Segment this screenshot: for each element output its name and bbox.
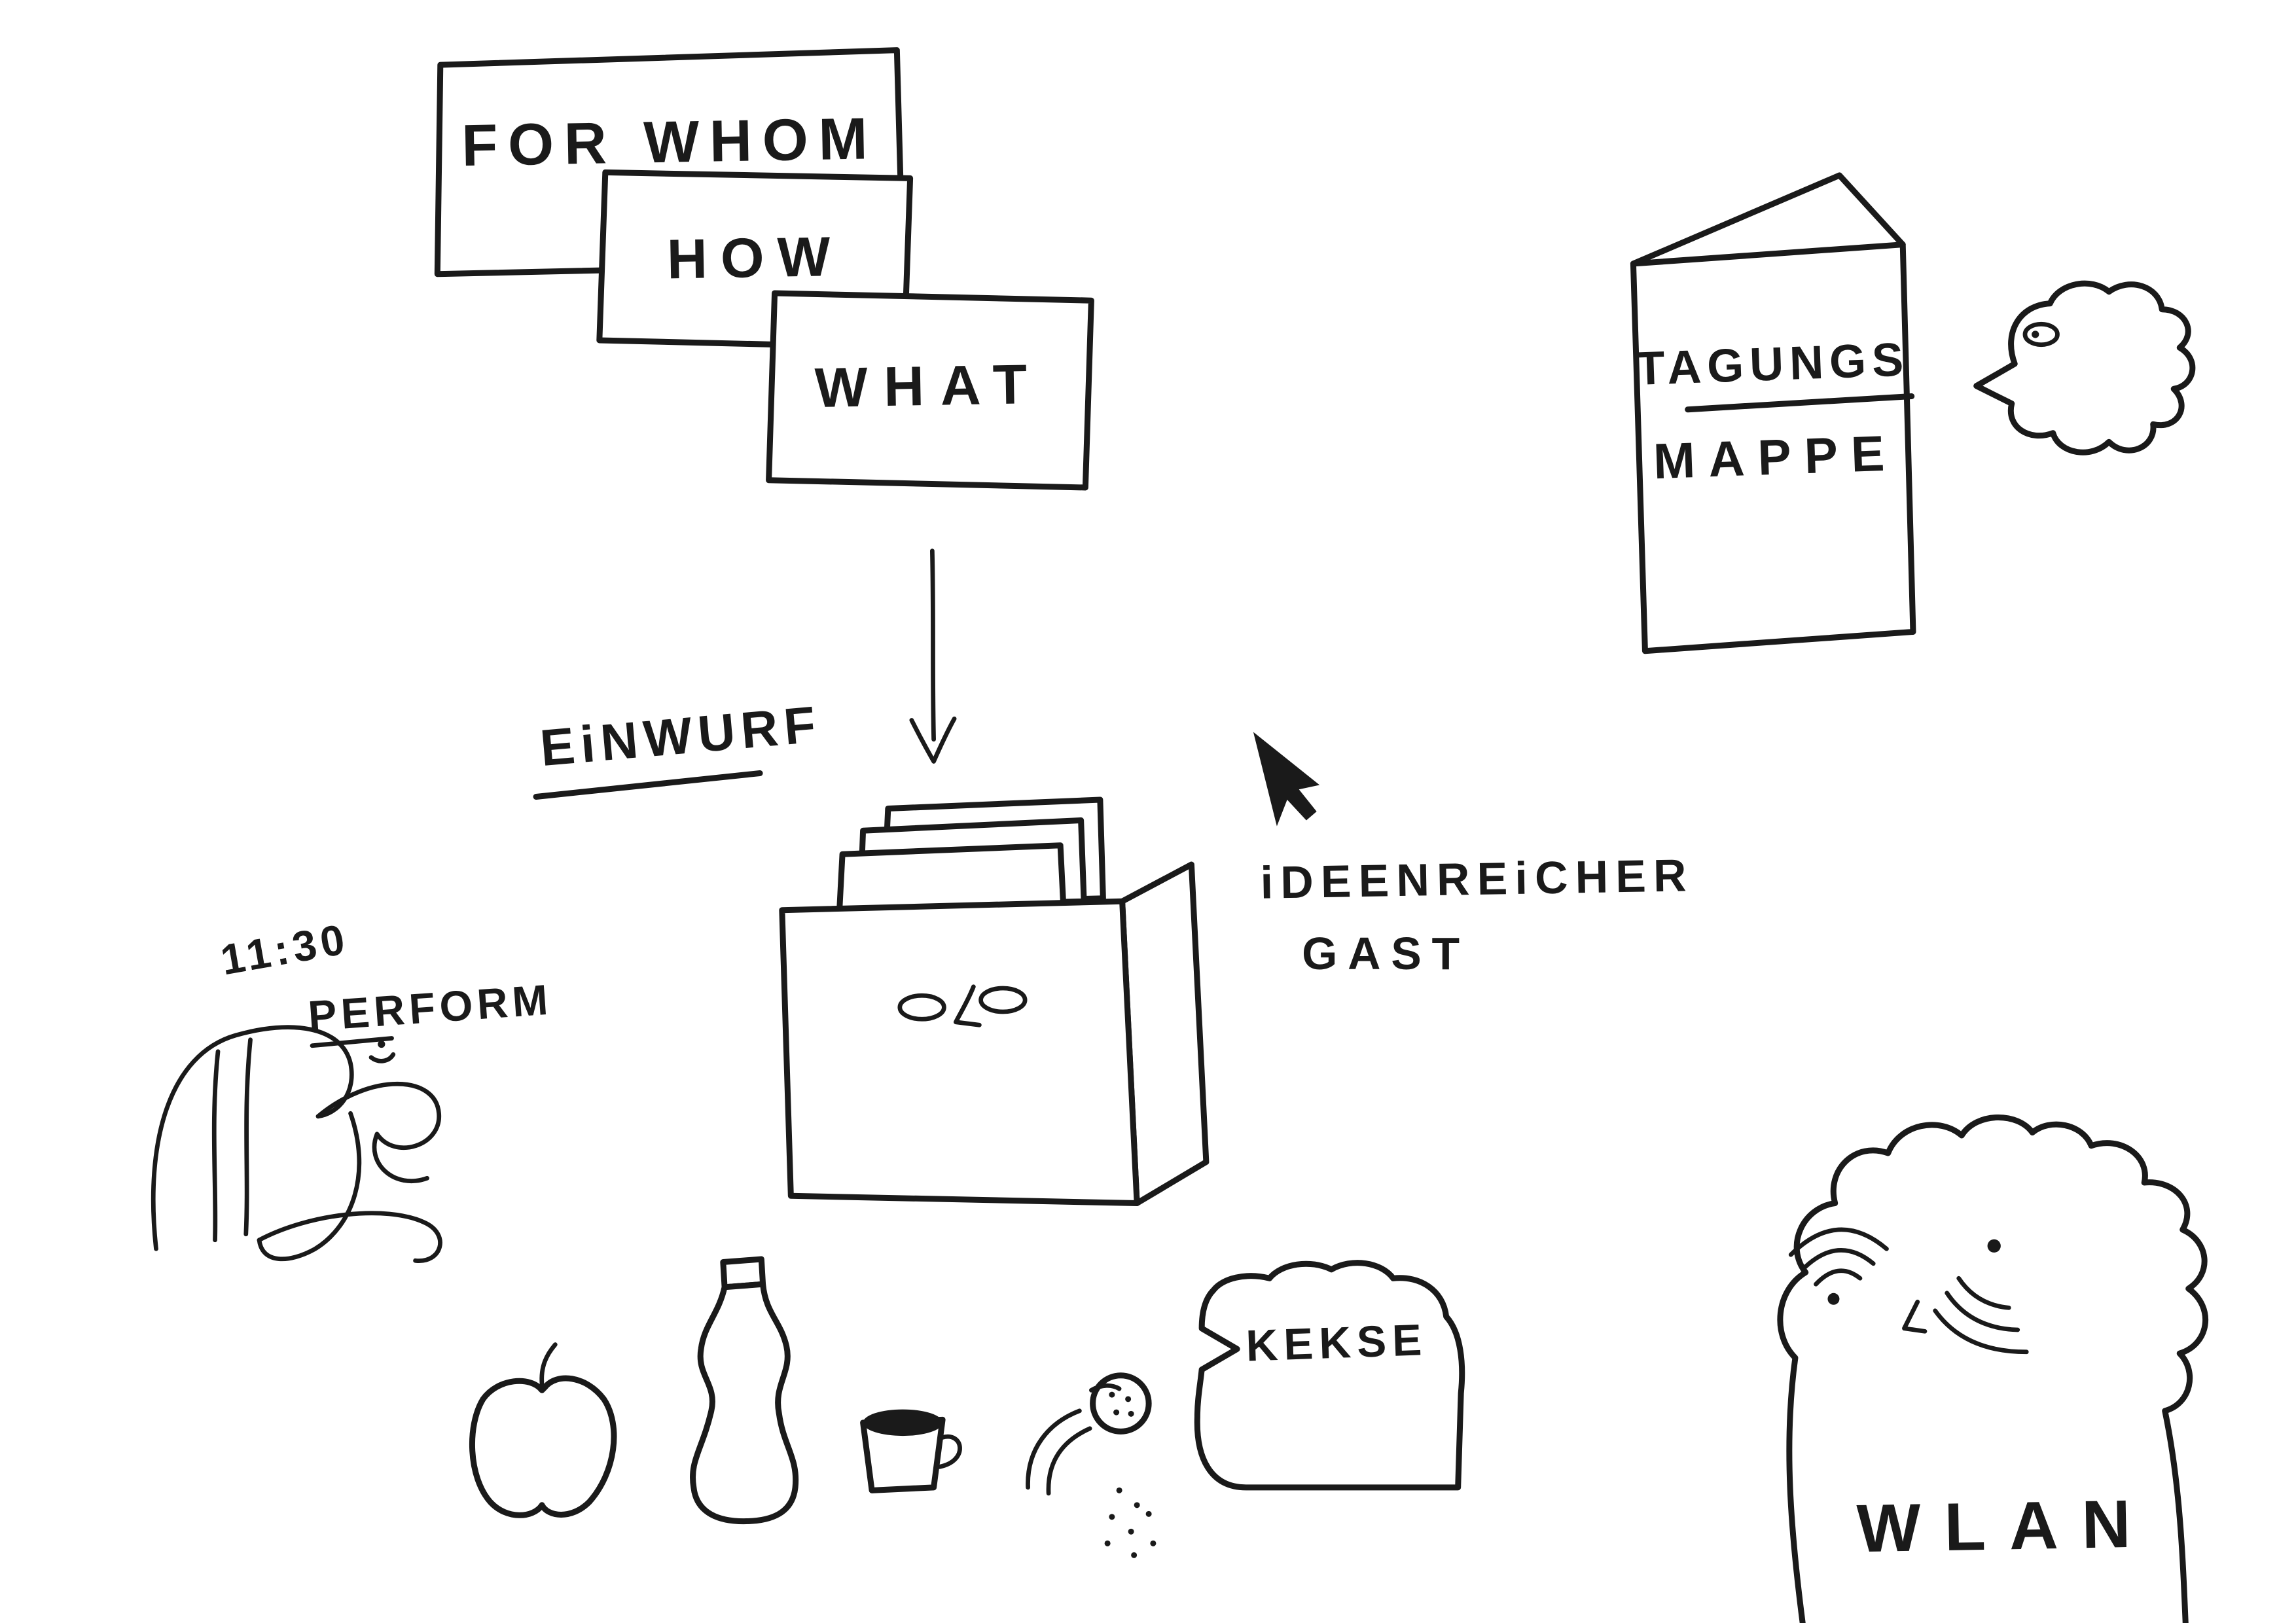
wifi-left-eye-icon: [1788, 1227, 1889, 1305]
coffee-cup-drawing: [860, 1409, 962, 1493]
apple-stem: [539, 1342, 558, 1387]
cookie-icon: [1090, 1372, 1152, 1435]
crumb-dot: [1145, 1510, 1152, 1517]
crumb-dot: [1128, 1528, 1134, 1535]
guest-label-line2: GAST: [1302, 928, 1470, 979]
cookie-crumbs: [1104, 1487, 1157, 1558]
folder-divider: [1685, 393, 1915, 413]
wifi-arc: [1800, 1248, 1876, 1272]
box-front-panel: [779, 898, 1140, 1207]
bird-speech-bubble-drawing: [1973, 280, 2196, 455]
wlan-label: WLAN: [1856, 1485, 2155, 1566]
arrow-shaft: [929, 548, 936, 742]
card-label-for-whom: FOR WHOM: [461, 106, 879, 179]
performer-stripe-2: [243, 1037, 253, 1237]
cookie-chip: [1109, 1391, 1115, 1398]
wlan-figure-drawing: WLAN: [1777, 1114, 2209, 1623]
crumb-dot: [1150, 1540, 1157, 1546]
card-what: [766, 290, 1094, 491]
schedule-time-label: 11:30: [217, 914, 353, 984]
wifi-dot: [1827, 1293, 1840, 1305]
guest-label-group: iDEENREiCHER GAST: [1260, 849, 1694, 979]
crumb-dot: [1104, 1540, 1111, 1546]
catering-group: [469, 1256, 962, 1525]
performer-body: [151, 1025, 354, 1251]
wifi-arc: [1788, 1227, 1889, 1257]
performer-leg: [257, 1111, 362, 1262]
performer-group: 11:30 PERFORM: [151, 914, 554, 1263]
performer-lower-sweep: [257, 1211, 442, 1263]
cup-coffee-opening: [863, 1409, 943, 1436]
eater-arm-line2: [1046, 1426, 1092, 1496]
perform-underline: [310, 1036, 394, 1048]
wlan-face-nose: [1902, 1299, 1928, 1334]
crumb-dot: [1109, 1514, 1115, 1520]
schedule-perform-label: PERFORM: [306, 975, 554, 1040]
apple-drawing: [469, 1342, 617, 1518]
einwurf-label-group: EiNWURF: [533, 695, 824, 800]
arrow-down-icon: [909, 548, 957, 764]
einwurf-underline: [533, 770, 763, 800]
card-label-how: HOW: [666, 226, 844, 291]
cursor-icon: [1253, 732, 1320, 827]
question-cards-group: FOR WHOM HOW WHAT: [434, 47, 1094, 491]
folder-cover: [1630, 241, 1916, 654]
folder-label-line1: TAGUNGS: [1635, 333, 1910, 395]
apple-body: [469, 1375, 617, 1518]
crumb-dot: [1134, 1502, 1140, 1508]
box-face-right-eye: [978, 986, 1028, 1014]
wifi-dot: [1987, 1239, 2001, 1253]
performer-figure-drawing: [151, 1025, 442, 1263]
wlan-blob-outline: [1777, 1114, 2209, 1623]
performer-face-mouth: [368, 1052, 396, 1063]
tagungsmappe-folder-drawing: TAGUNGS MAPPE: [1630, 172, 1916, 654]
kekse-label: KEKSE: [1245, 1315, 1428, 1371]
paper-sheet-front: [836, 842, 1067, 914]
cookie-chip: [1125, 1396, 1132, 1402]
eater-fingers: [1088, 1383, 1122, 1393]
guest-label-line1: iDEENREiCHER: [1260, 849, 1694, 908]
performer-arm-loop: [315, 1082, 441, 1184]
cookie-chip: [1113, 1409, 1120, 1416]
wifi-arc: [1945, 1291, 2020, 1332]
bottle-body: [690, 1281, 799, 1525]
cookie-eater-drawing: KEKSE: [1026, 1260, 1465, 1558]
folder-label-line2: MAPPE: [1653, 425, 1899, 490]
arrow-head: [909, 716, 957, 764]
performer-stripe-1: [211, 1049, 221, 1243]
wifi-right-eye-icon: [1933, 1239, 2029, 1355]
paper-box-drawing: [779, 796, 1210, 1207]
folder-fold: [1630, 172, 1906, 267]
crumb-dot: [1116, 1487, 1122, 1493]
einwurf-label: EiNWURF: [538, 695, 824, 777]
box-face-nose: [953, 984, 982, 1027]
bird-eye: [2022, 321, 2060, 348]
cup-handle: [937, 1434, 962, 1469]
cookie-chip: [1128, 1410, 1134, 1417]
bird-eye-pupil: [2032, 330, 2039, 338]
bird-head-outline: [1973, 280, 2196, 455]
crumb-dot: [1131, 1552, 1138, 1558]
wifi-arc: [1956, 1275, 2011, 1310]
card-label-what: WHAT: [814, 353, 1044, 419]
water-bottle-drawing: [690, 1256, 799, 1525]
performer-face-eye: [378, 1040, 386, 1048]
eater-arm-line1: [1026, 1408, 1082, 1490]
wifi-arc: [1814, 1268, 1863, 1287]
box-face-left-eye: [897, 993, 946, 1022]
eater-head-outline: [1194, 1260, 1465, 1491]
wifi-arc: [1933, 1308, 2029, 1355]
